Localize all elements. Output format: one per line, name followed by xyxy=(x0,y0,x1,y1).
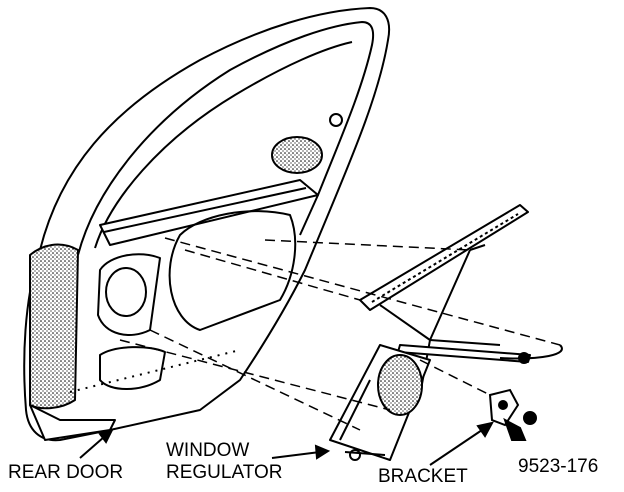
rear-door-label: REAR DOOR xyxy=(8,462,123,483)
bracket-label: BRACKET xyxy=(378,466,468,487)
window-regulator-label-line2: REGULATOR xyxy=(166,462,283,483)
figure-number: 9523-176 xyxy=(518,456,598,477)
callout-arrows xyxy=(79,421,494,466)
window-regulator-label-line1: WINDOW xyxy=(166,440,249,461)
window-regulator xyxy=(329,204,563,461)
alignment-lines xyxy=(119,237,561,431)
rear-door xyxy=(23,7,390,442)
bracket xyxy=(488,388,537,441)
